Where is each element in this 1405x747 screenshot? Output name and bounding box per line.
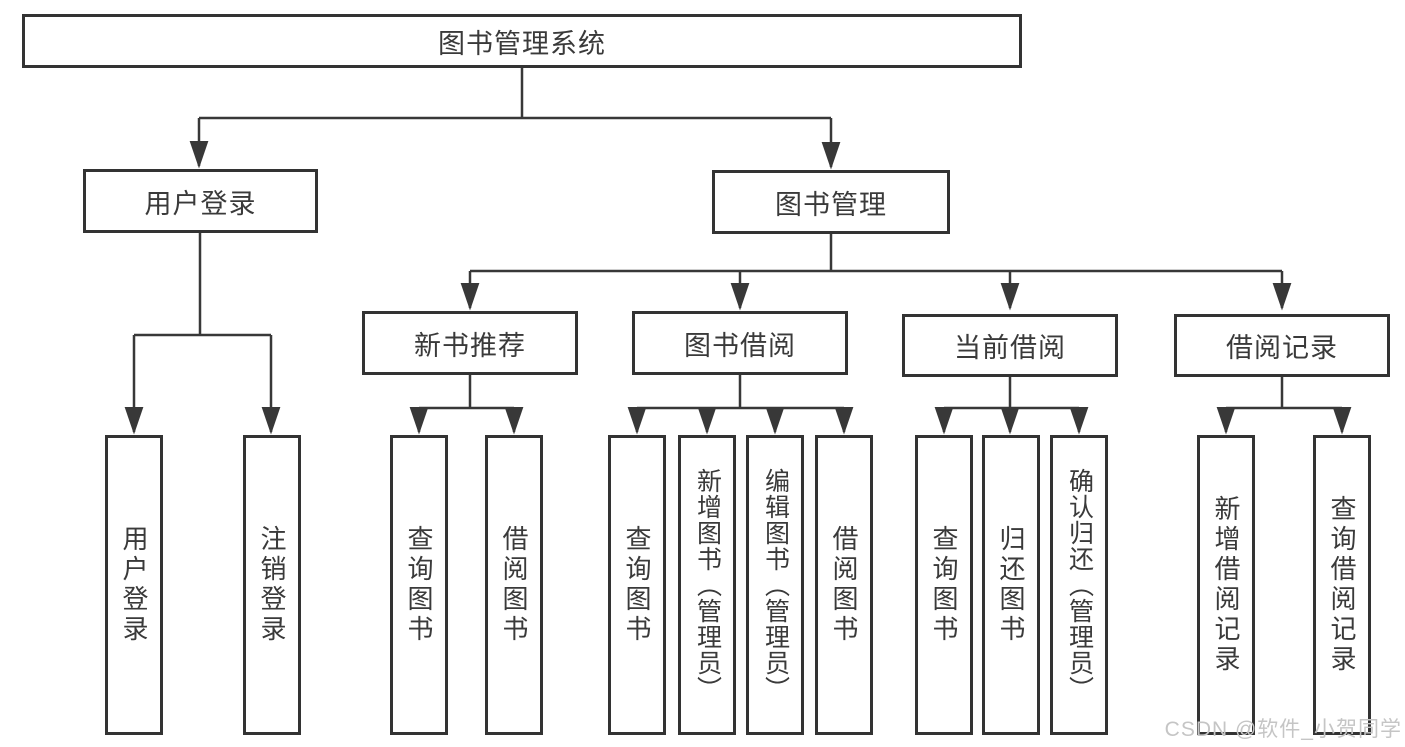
node-query-books-borrowing: 查询图书 (608, 435, 666, 735)
node-return-book: 归还图书 (982, 435, 1040, 735)
node-logout: 注销登录 (243, 435, 301, 735)
node-library-system: 图书管理系统 (22, 14, 1022, 68)
node-borrow-books: 借阅图书 (815, 435, 873, 735)
node-confirm-return-admin: 确认归还（管理员） (1050, 435, 1108, 735)
node-book-borrowing: 图书借阅 (632, 311, 848, 375)
node-user-login: 用户登录 (83, 169, 318, 233)
node-current-borrowing: 当前借阅 (902, 314, 1118, 377)
node-book-management: 图书管理 (712, 170, 950, 234)
node-user-login-leaf: 用户登录 (105, 435, 163, 735)
node-new-book-recommend: 新书推荐 (362, 311, 578, 375)
node-edit-book-admin: 编辑图书（管理员） (746, 435, 804, 735)
node-borrowing-records: 借阅记录 (1174, 314, 1390, 377)
node-query-books-current: 查询图书 (915, 435, 973, 735)
node-borrow-books-recommend: 借阅图书 (485, 435, 543, 735)
csdn-watermark: CSDN @软件_小贺同学 (1164, 718, 1402, 741)
node-add-borrow-record: 新增借阅记录 (1197, 435, 1255, 735)
node-add-book-admin: 新增图书（管理员） (678, 435, 736, 735)
connector-trunks (134, 68, 1342, 410)
node-query-books-recommend: 查询图书 (390, 435, 448, 735)
node-query-borrow-record: 查询借阅记录 (1313, 435, 1371, 735)
